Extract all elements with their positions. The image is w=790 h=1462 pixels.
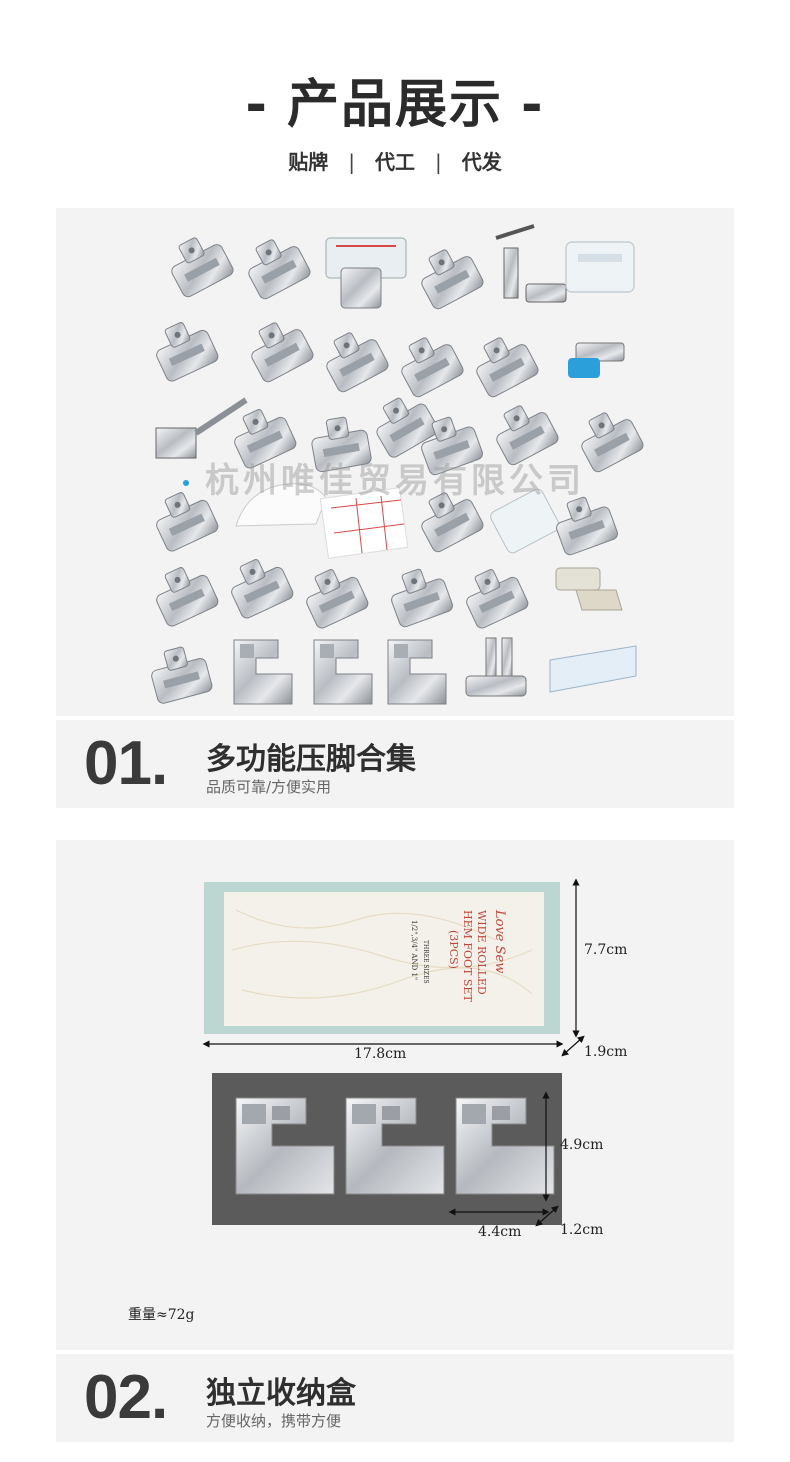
tag-dropship: 代发: [461, 150, 502, 174]
presser-foot-icon: [495, 224, 567, 303]
dim-box-width: 17.8cm: [354, 1046, 407, 1062]
product-image-storage-box: Love Sew WIDE ROLLED HEM FOOT SET (3PCS)…: [56, 840, 734, 1350]
presser-foot-icon: [319, 487, 409, 559]
dim-tray-height: 4.9cm: [560, 1137, 604, 1153]
weight-label: 重量≈72g: [128, 1307, 195, 1323]
tag-separator: |: [348, 150, 355, 174]
tag-oem-brand: 贴牌: [288, 150, 329, 174]
presser-foot-icon: [297, 560, 371, 631]
page-title: -产品展示-: [0, 62, 790, 137]
product-line-3: (3PCS): [447, 930, 460, 969]
presser-foot-icon: [465, 637, 527, 697]
presser-foot-icon: [391, 327, 466, 400]
section-title: 多功能压脚合集: [206, 742, 416, 777]
service-tags: 贴牌 | 代工 | 代发: [0, 146, 790, 175]
dim-tray-width: 4.4cm: [478, 1224, 522, 1240]
presser-foot-icon: [147, 480, 221, 554]
hem-foot-icon: [387, 639, 447, 705]
presser-foot-icon: [238, 229, 313, 302]
section-subtitle: 品质可靠/方便实用: [206, 778, 332, 796]
presser-foot-icon: [490, 488, 560, 554]
section-label-01: 01. 多功能压脚合集 品质可靠/方便实用: [56, 720, 734, 808]
product-line-2: HEM FOOT SET: [461, 910, 474, 1002]
presser-foot-icon: [325, 237, 407, 309]
tag-oem-manufacture: 代工: [375, 150, 415, 174]
presser-foot-icon: [383, 561, 455, 629]
presser-foot-icon: [235, 483, 327, 527]
product-line-1: WIDE ROLLED: [475, 910, 488, 995]
hem-foot-icon: [313, 639, 373, 705]
product-image-presser-feet: 杭州唯佳贸易有限公司: [56, 208, 734, 716]
presser-foot-icon: [147, 313, 221, 384]
title-dash-right: -: [521, 75, 545, 135]
box-brand-text: Love Sew WIDE ROLLED HEM FOOT SET (3PCS)…: [410, 909, 507, 1002]
sizes-label: THREE SIZES: [422, 940, 429, 984]
section-title: 独立收纳盒: [206, 1376, 356, 1411]
presser-foot-icon: [555, 567, 623, 611]
section-subtitle: 方便收纳，携带方便: [206, 1412, 342, 1430]
watermark: 杭州唯佳贸易有限公司: [205, 461, 585, 501]
storage-box-illustration: Love Sew WIDE ROLLED HEM FOOT SET (3PCS)…: [202, 878, 585, 1227]
presser-foot-icon: [147, 558, 221, 629]
presser-foot-icon: [155, 397, 248, 459]
dim-box-depth: 1.9cm: [584, 1044, 628, 1060]
presser-foot-icon: [411, 239, 486, 312]
presser-foot-icon: [565, 241, 635, 293]
presser-foot-icon: [457, 560, 531, 631]
section-label-02: 02. 独立收纳盒 方便收纳，携带方便: [56, 1354, 734, 1442]
dim-box-height: 7.7cm: [584, 942, 628, 958]
dim-tray-depth: 1.2cm: [560, 1222, 604, 1238]
presser-foot-icon: [549, 645, 637, 693]
presser-foot-icon: [222, 550, 296, 621]
section-number: 02.: [84, 1363, 168, 1432]
hem-foot-icon: [233, 639, 293, 705]
sizes-value: 1/2",3/4" AND 1": [410, 920, 418, 980]
presser-feet-illustration: [145, 224, 646, 706]
presser-foot-icon: [161, 227, 236, 300]
presser-foot-icon: [316, 322, 391, 395]
title-dash-left: -: [245, 75, 269, 135]
presser-foot-icon: [466, 327, 541, 400]
section-number: 01.: [84, 729, 168, 798]
presser-foot-icon: [145, 641, 214, 706]
presser-foot-icon: [568, 342, 625, 378]
brand-name: Love Sew: [492, 909, 507, 973]
tag-separator: |: [435, 150, 442, 174]
presser-foot-icon: [241, 312, 316, 385]
title-text: 产品展示: [286, 75, 503, 135]
